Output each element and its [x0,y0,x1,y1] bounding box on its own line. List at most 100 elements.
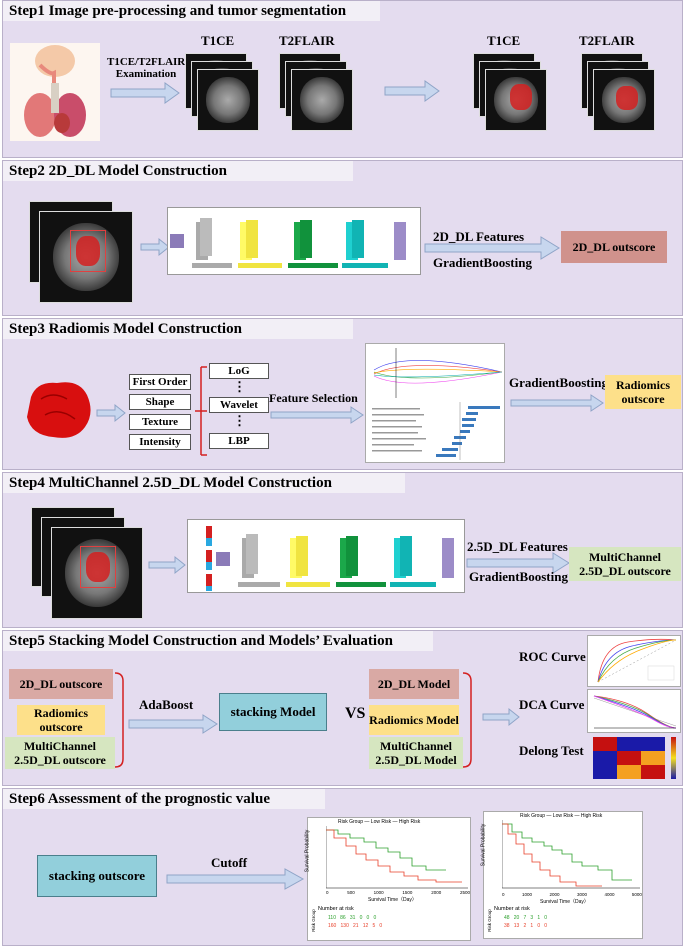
km-left-risk-title: Number at risk [318,906,354,912]
t1ce-seg-label: T1CE [487,33,521,48]
input-radiomics-outscore: Radiomics outscore [17,705,105,735]
xtick: 3000 [576,892,587,897]
model-2d-box: 2D_DL Model [369,669,459,699]
step5-title: Step5 Stacking Model Construction and Mo… [3,631,433,651]
xtick: 1000 [373,890,384,895]
xtick: 4000 [604,892,615,897]
arrow-segment [384,80,440,102]
arrow-features [96,403,126,423]
arrow-2d-net [140,237,170,257]
km-right-xlabel: Survival Time（Day） [540,899,589,905]
outscore-25d-box: MultiChannel 2.5D_DL outscore [569,547,681,581]
arrow-selection [270,406,364,424]
xtick: 1500 [402,890,413,895]
model-25d-box: MultiChannel 2.5D_DL Model [369,737,463,769]
arrow-25d-outscore [466,552,570,574]
stacking-model-box: stacking Model [219,693,327,731]
step1-title: Step1 Image pre-processing and tumor seg… [3,1,380,21]
gradientboosting-25d-label: GradientBoosting [469,569,568,584]
arrow-adaboost [128,714,218,734]
km-left-xticks: 0 500 1000 1500 2000 2500 [326,890,470,895]
dots-1: ⋮ [233,379,246,394]
arrow-rad-outscore [510,394,604,412]
cutoff-label: Cutoff [211,855,248,870]
feature-texture: Texture [129,414,191,430]
xtick: 0 [326,890,329,895]
delong-heatmap [587,735,681,783]
input-2d-outscore: 2D_DL outscore [9,669,113,699]
step3-title: Step3 Radiomis Model Construction [3,319,353,339]
delong-test-label: Delong Test [519,743,584,758]
roc-curve-label: ROC Curve [519,649,586,664]
dca-chart [587,689,681,733]
xtick: 0 [502,892,505,897]
km-right-xticks: 0 1000 2000 3000 4000 5000 [502,892,642,897]
km-right-risk-title: Number at risk [494,906,530,912]
xtick: 2000 [431,890,442,895]
km-right-risk-low: 48 20 7 3 1 0 [504,915,548,921]
model-radiomics-box: Radiomics Model [369,705,459,735]
filter-lbp: LBP [209,433,269,449]
step1-panel: Step1 Image pre-processing and tumor seg… [2,0,683,158]
tumor-mask [86,552,110,582]
filter-log: LoG [209,363,269,379]
step6-panel: Step6 Assessment of the prognostic value… [2,788,683,946]
vs-label: VS [345,705,366,722]
arrow-evaluation [482,707,520,727]
km-right-risk-high: 38 13 2 1 0 0 [504,923,548,929]
t2flair-seg-image [593,69,655,131]
feature-shape: Shape [129,394,191,410]
outscore-2d-box: 2D_DL outscore [561,231,667,263]
xtick: 1000 [521,892,532,897]
step5-panel: Step5 Stacking Model Construction and Mo… [2,630,683,786]
step2-title: Step2 2D_DL Model Construction [3,161,353,181]
step3-panel: Step3 Radiomis Model Construction First … [2,318,683,470]
lasso-plot [365,343,505,463]
bracket-models [462,672,472,768]
roi-box [80,546,116,588]
tumor-mask [76,236,100,266]
step2-panel: Step2 2D_DL Model Construction 2D_DL Fea… [2,160,683,316]
xtick: 2000 [549,892,560,897]
feature-selection-label: Feature Selection [269,391,358,405]
xtick: 2500 [459,890,470,895]
adaboost-label: AdaBoost [139,697,194,712]
t2flair-seg-label: T2FLAIR [579,33,635,48]
input-25d-outscore: MultiChannel 2.5D_DL outscore [5,737,115,769]
roc-chart [587,635,681,687]
tumor-mask [510,84,532,110]
dots-2: ⋮ [233,413,246,428]
gradientboosting-rad-label: GradientBoosting [509,375,608,390]
radiomics-outscore-box: Radiomics outscore [605,375,681,409]
arrow-exam [110,82,180,104]
mri-2d-front [39,211,133,303]
features-25d-label: 2.5D_DL Features [467,539,568,554]
bracket-inputs [114,672,124,768]
feature-intensity: Intensity [129,434,191,450]
tumor-3d-render [27,382,91,438]
t2flair-image [291,69,353,131]
km-left-ylabel: Survival Probability [304,829,311,873]
km-left-risk-low: 110 86 31 0 0 0 [328,915,377,921]
examination-label: T1CE/T2FLAIR Examination [107,56,186,80]
step4-panel: Step4 MultiChannel 2.5D_DL Model Constru… [2,472,683,628]
mri-25d-front [51,527,143,619]
bracket-filters [195,366,207,456]
km-left-risk-high: 160 130 21 12 5 0 [328,923,383,929]
network-25d [187,519,465,593]
arrow-25d-net [148,555,186,575]
arrow-cutoff [166,868,305,890]
step4-title: Step4 MultiChannel 2.5D_DL Model Constru… [3,473,405,493]
stacking-outscore-box: stacking outscore [37,855,157,897]
features-2d-label: 2D_DL Features [433,229,525,244]
t2flair-label: T2FLAIR [279,33,335,48]
anatomy-illustration [10,43,100,141]
km-left-legend: Risk Group — Low Risk — High Risk [338,819,421,825]
km-left-xlabel: Survival Time（Day） [368,897,417,903]
km-plot-right: Risk Group — Low Risk — High Risk Surviv… [480,811,643,939]
t1ce-label: T1CE [201,33,235,48]
gradientboosting-2d-label: GradientBoosting [433,255,532,270]
dca-curve-label: DCA Curve [519,697,585,712]
arrow-2d-outscore [424,236,560,260]
km-left-risk-ylabel: Risk Group [310,909,316,932]
